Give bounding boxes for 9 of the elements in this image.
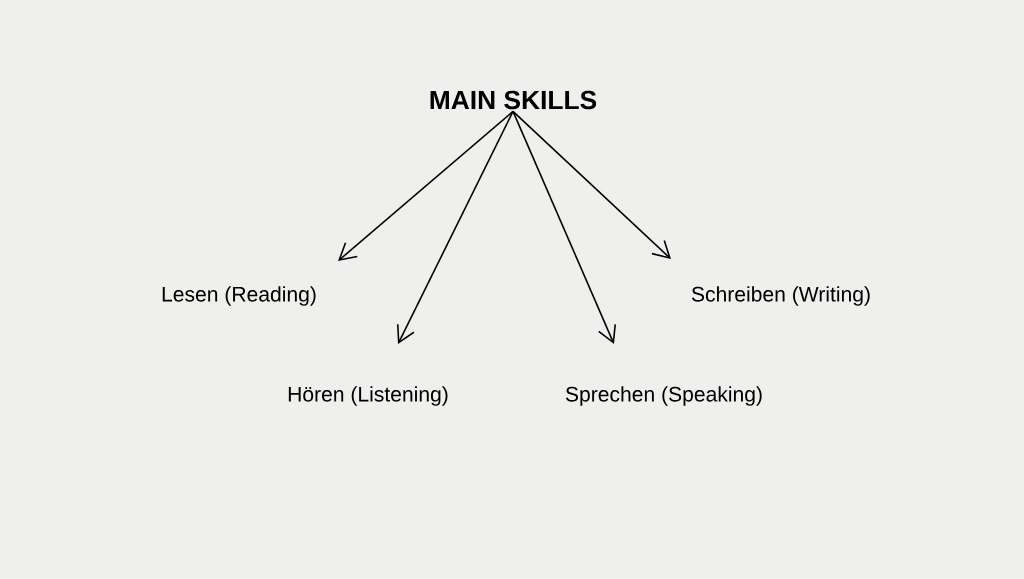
skill-label: Sprechen (Speaking): [565, 386, 762, 406]
arrow: [512, 110, 617, 345]
skill-label: Lesen (Reading): [162, 286, 316, 306]
skill-label: Schreiben (Writing): [691, 286, 870, 306]
heading-text: MAIN SKILLS: [430, 90, 597, 110]
arrow: [338, 110, 514, 262]
arrow: [512, 110, 671, 260]
skill-label: Hören (Listening): [288, 386, 448, 406]
arrow: [396, 110, 514, 345]
